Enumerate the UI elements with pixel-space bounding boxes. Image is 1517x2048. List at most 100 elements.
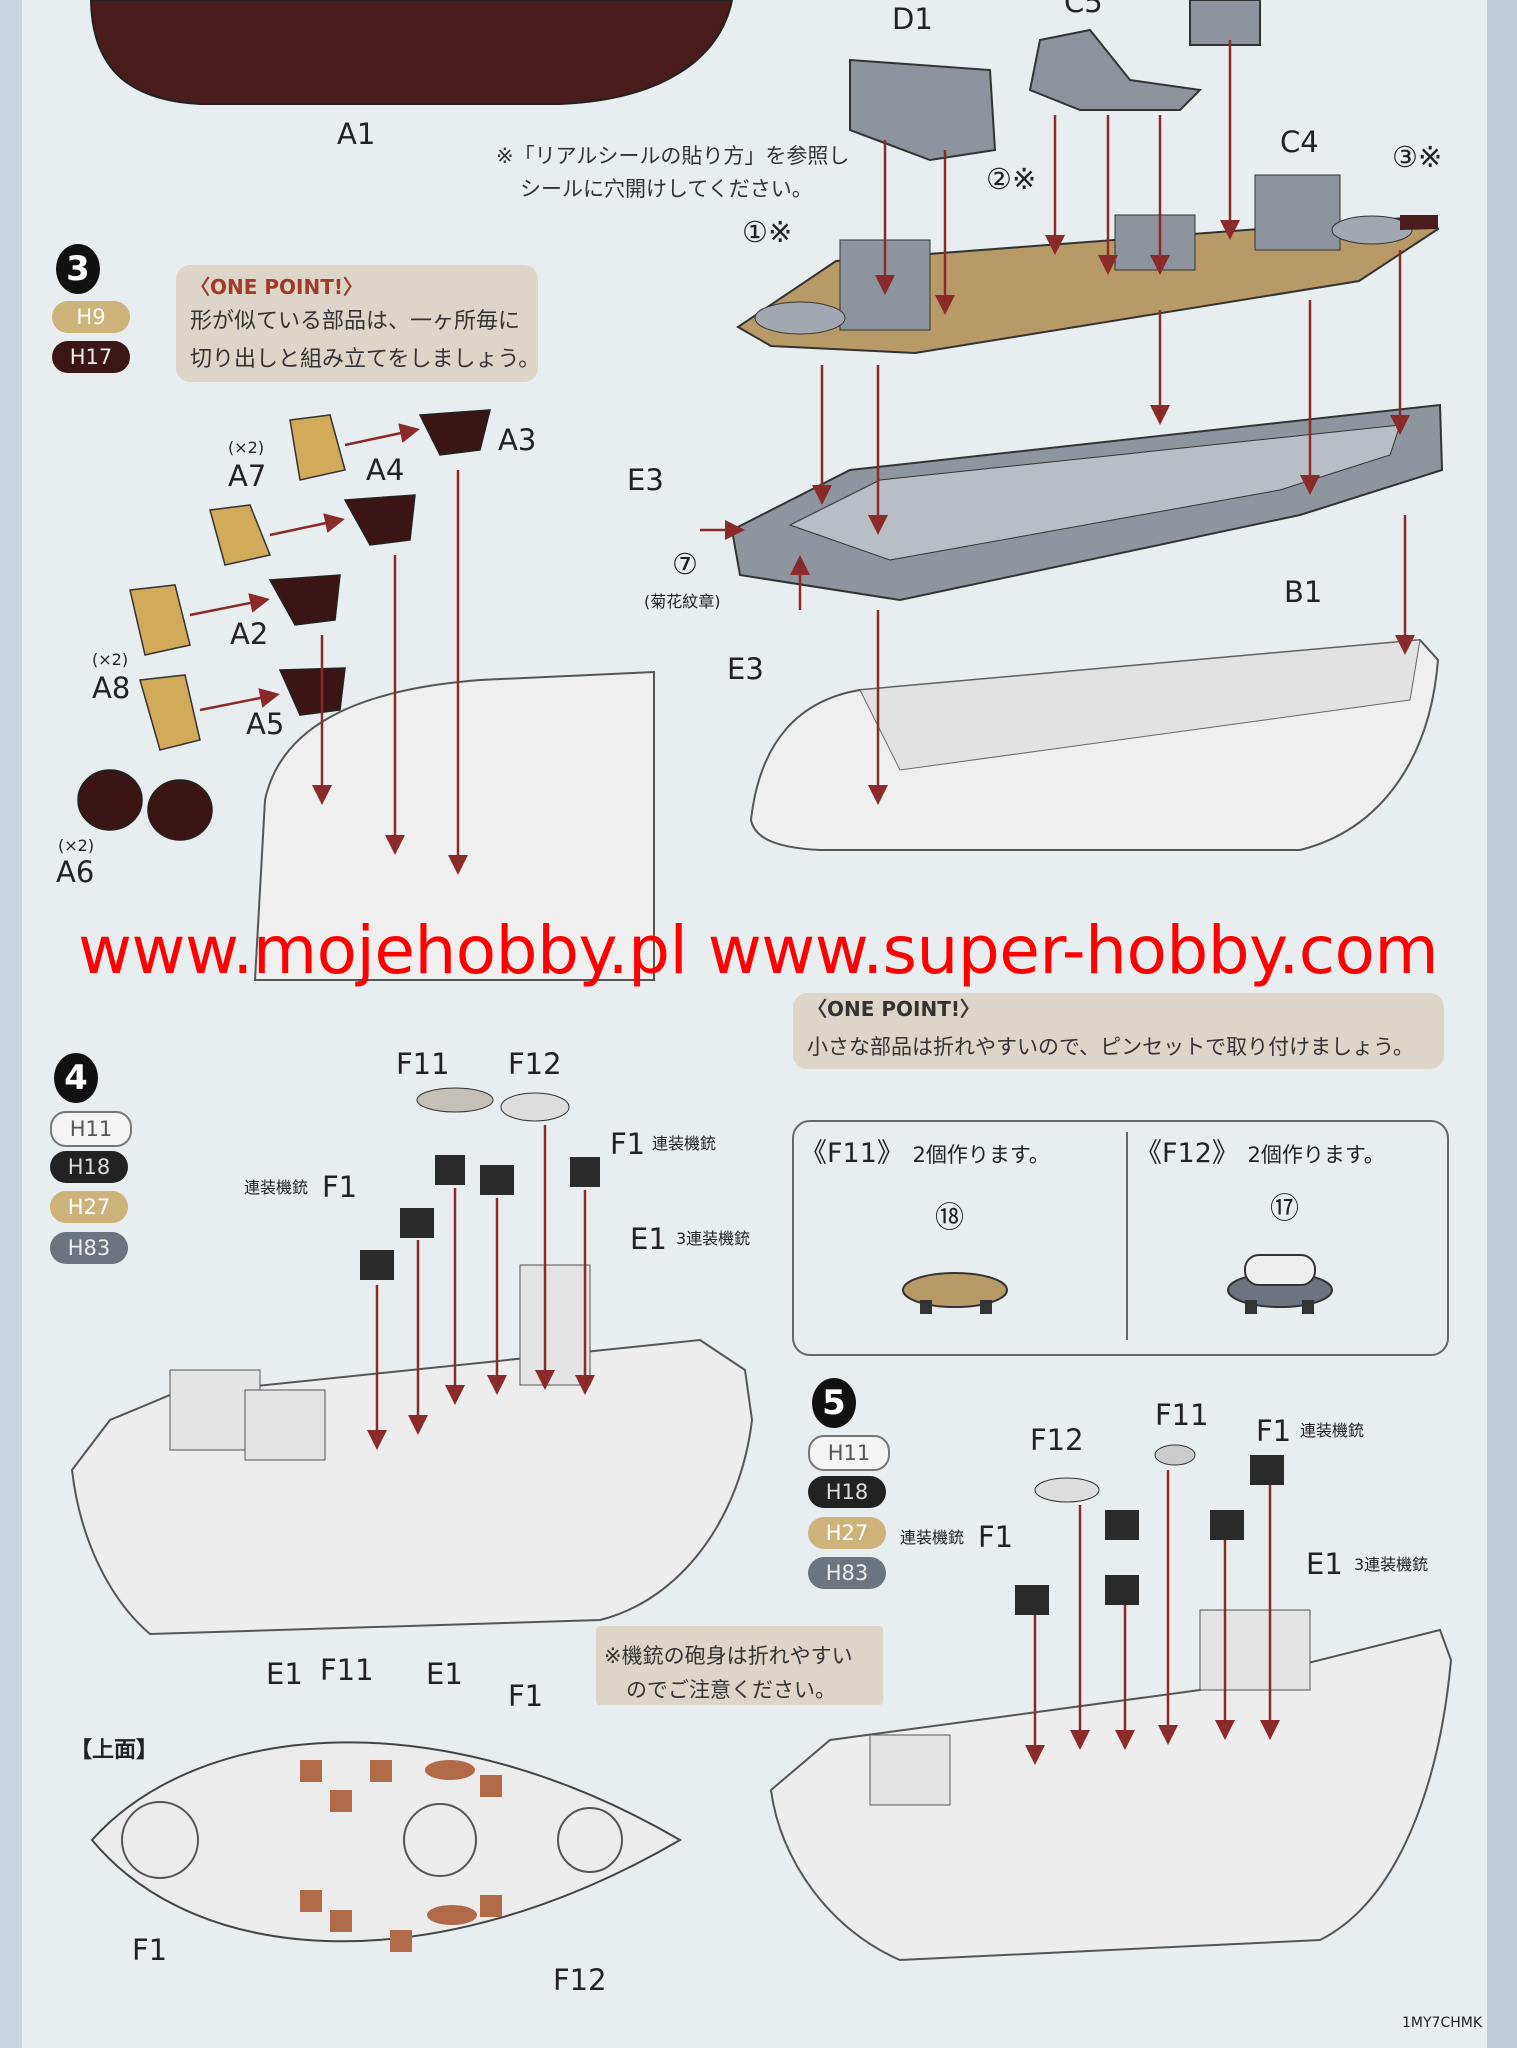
step5-f1-right-caption: 連装機銃 (1300, 1421, 1365, 1440)
one-point-box-2: 〈ONE POINT!〉 小さな部品は折れやすいので、ピンセットで取り付けましょ… (793, 993, 1444, 1069)
part-top-right (1189, 0, 1261, 46)
color-badge-h9: H9 (52, 301, 130, 333)
step5-f1-left-caption: 連装機銃 (900, 1528, 965, 1547)
mark-1: ①※ (742, 215, 793, 249)
color-badge-h27: H27 (50, 1191, 128, 1223)
top-view-f1-a: F1 (508, 1679, 544, 1713)
seal-note: ※「リアルシールの貼り方」を参照し シールに穴開けしてください。 (496, 140, 849, 205)
caution-line2: のでご注意ください。 (626, 1678, 836, 1702)
part-label-a4: A4 (366, 453, 405, 487)
caution-line1: ※機銃の砲身は折れやすい (604, 1644, 853, 1668)
seal-note-line1: ※「リアルシールの貼り方」を参照し (496, 144, 850, 168)
one-point-title: 〈ONE POINT!〉 (190, 275, 363, 299)
one-point-line2: 切り出しと組み立てをしましょう。 (190, 347, 541, 372)
color-badge-h11: H11 (50, 1111, 132, 1147)
top-view-e1-b: E1 (426, 1657, 463, 1691)
step-3-number: 3 (56, 244, 100, 294)
part-label-a5: A5 (246, 707, 285, 741)
mark-7: ⑦ (672, 547, 698, 581)
f11-assembled (902, 1272, 1008, 1314)
part-label-a8: A8 (92, 671, 131, 705)
page-left-edge (0, 0, 22, 2048)
stern-hull-cutaway (253, 670, 655, 981)
subassembly-box (792, 1120, 1449, 1356)
a7-quantity: (×2) (228, 438, 265, 457)
part-label-a6: A6 (56, 855, 95, 889)
color-badge-h27-step5: H27 (808, 1517, 886, 1549)
caution-box: ※機銃の砲身は折れやすい のでご注意ください。 (596, 1626, 883, 1705)
part-a1-hull (89, 0, 734, 105)
one-point-box: 〈ONE POINT!〉 形が似ている部品は、一ヶ所毎に 切り出しと組み立てをし… (176, 265, 541, 382)
step5-part-label-f11: F11 (1155, 1398, 1209, 1432)
mark-3: ③※ (1392, 140, 1443, 174)
f12-subassembly-title: 《F12》 2個作ります。 (1135, 1140, 1385, 1167)
part-c5 (1028, 28, 1203, 111)
step5-guns (1015, 1444, 1284, 1615)
f12-assembled (1227, 1254, 1333, 1314)
top-view-f1-b: F1 (132, 1933, 168, 1967)
top-view-e1-a: E1 (266, 1657, 303, 1691)
f11-text: 2個作ります。 (912, 1143, 1050, 1167)
propellers (129, 414, 346, 751)
one-point-2-text: 小さな部品は折れやすいので、ピンセットで取り付けましょう。 (807, 1035, 1414, 1059)
step5-part-label-f12: F12 (1030, 1423, 1084, 1457)
part-label-a2: A2 (230, 617, 269, 651)
mark-17: ⑰ (1270, 1191, 1300, 1225)
deck-assembly (736, 174, 1440, 355)
top-view-f12: F12 (553, 1963, 607, 1997)
step5-ship (769, 1628, 1453, 1962)
color-badge-h83: H83 (50, 1232, 128, 1264)
top-view-f11: F11 (320, 1653, 374, 1687)
part-label-e3-bottom: E3 (727, 652, 764, 686)
top-view-guns (300, 1760, 502, 1952)
step5-part-label-e1: E1 (1306, 1547, 1343, 1581)
top-view-hull (90, 1741, 682, 1943)
footer-code: 1MY7CHMK (1402, 2015, 1483, 2031)
part-label-e1: E1 (630, 1222, 667, 1256)
f12-text: 2個作ります。 (1247, 1143, 1385, 1167)
seal-note-line2: シールに穴開けしてください。 (520, 176, 813, 201)
mark-7-caption: (菊花紋章) (644, 592, 721, 611)
shafts (77, 409, 491, 841)
color-badge-h18: H18 (50, 1151, 128, 1183)
part-d1 (849, 58, 997, 162)
step-4-number: 4 (54, 1053, 98, 1103)
part-label-a7: A7 (228, 459, 267, 493)
f1-left-caption: 連装機銃 (244, 1178, 309, 1197)
color-badge-h17: H17 (52, 341, 130, 373)
mark-2: ②※ (986, 162, 1037, 196)
part-label-f12: F12 (508, 1047, 562, 1081)
part-label-d1: D1 (892, 2, 933, 36)
color-badge-h11-step5: H11 (808, 1435, 890, 1471)
part-label-f11: F11 (396, 1047, 450, 1081)
f11-subassembly-title: 《F11》 2個作ります。 (800, 1140, 1050, 1167)
part-label-a3: A3 (498, 423, 537, 457)
mark-18: ⑱ (935, 1200, 965, 1234)
color-badge-h18-step5: H18 (808, 1476, 886, 1508)
step-5-number: 5 (812, 1378, 856, 1428)
page-right-edge (1487, 0, 1517, 2048)
watermark: www.mojehobby.pl www.super-hobby.com (78, 912, 1439, 989)
f1-right-caption: 連装機銃 (652, 1134, 717, 1153)
part-label-c4: C4 (1280, 125, 1319, 159)
f11-title: 《F11》 (800, 1138, 904, 1169)
step5-e1-caption: 3連装機銃 (1354, 1555, 1429, 1574)
part-label-b1: B1 (1284, 575, 1323, 609)
one-point-line1: 形が似ている部品は、一ヶ所毎に (190, 309, 521, 334)
e1-caption: 3連装機銃 (676, 1229, 751, 1248)
part-label-c5: C5 (1064, 0, 1103, 19)
a6-quantity: (×2) (58, 836, 95, 855)
part-label-e3-top: E3 (627, 463, 664, 497)
top-view-label: 【上面】 (70, 1738, 159, 1763)
part-label-f1-right: F1 (610, 1127, 646, 1161)
part-label-a1: A1 (337, 117, 376, 151)
one-point-2-title: 〈ONE POINT!〉 (807, 997, 980, 1021)
top-view-turrets (121, 1801, 623, 1879)
color-badge-h83-step5: H83 (808, 1557, 886, 1589)
part-label-f1-left: F1 (322, 1170, 358, 1204)
step5-part-label-f1-left: F1 (978, 1520, 1014, 1554)
subassembly-divider (1126, 1132, 1128, 1340)
f12-title: 《F12》 (1135, 1138, 1239, 1169)
a8-quantity: (×2) (92, 650, 129, 669)
